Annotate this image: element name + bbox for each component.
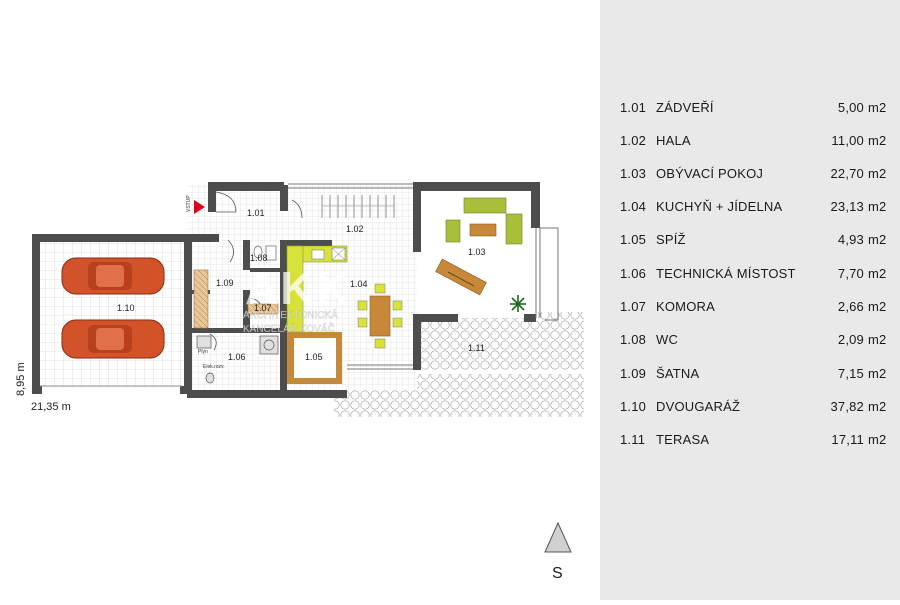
car-lower: [61, 319, 165, 359]
wardrobe-shelving: [193, 269, 209, 329]
legend-name: ZÁDVEŘÍ: [656, 100, 714, 115]
watermark-line-2: KANCELÁŘ KOVÁČ: [243, 322, 335, 335]
legend-name: TECHNICKÁ MÍSTOST: [656, 266, 796, 281]
legend-code: 1.10: [620, 399, 647, 414]
legend-area: 11,00: [831, 133, 864, 148]
dimension-width: 21,35 m: [31, 401, 71, 413]
technical-fixtures: [196, 335, 279, 384]
floor-plan-area: VSTUP Plyn Elek.rozv.: [15, 182, 585, 582]
legend-name: ŠATNA: [656, 366, 700, 381]
legend-code: 1.02: [620, 133, 647, 148]
legend-code: 1.01: [620, 100, 647, 115]
legend-unit: m2: [868, 133, 887, 148]
legend-unit: m2: [868, 299, 887, 314]
dimension-depth: 8,95 m: [15, 362, 27, 396]
room-area-legend: 1.01 ZÁDVEŘÍ 5,00 m2 1.02 HALA 11,00 m2 …: [600, 0, 900, 600]
room-label-1-01: 1.01: [247, 208, 265, 218]
legend-area: 2,66: [837, 299, 864, 314]
legend-unit: m2: [868, 332, 887, 347]
room-label-1-09: 1.09: [216, 278, 234, 288]
legend-area: 23,13: [830, 199, 864, 214]
room-label-1-07: 1.07: [254, 303, 272, 313]
room-label-1-02: 1.02: [346, 224, 364, 234]
garage-walls: [32, 234, 192, 394]
legend-unit: m2: [868, 232, 887, 247]
room-labels: 1.01 1.02 1.03 1.04 1.05 1.06 1.07 1.08 …: [117, 208, 486, 362]
staircase: [321, 195, 395, 218]
floor-plan-drawing: VSTUP Plyn Elek.rozv.: [15, 182, 585, 582]
legend-area: 4,93: [837, 232, 864, 247]
legend-code: 1.08: [620, 332, 647, 347]
room-label-1-10: 1.10: [117, 303, 135, 313]
house-walls: [187, 182, 540, 398]
legend-name: KOMORA: [656, 299, 715, 314]
legend-code: 1.04: [620, 199, 647, 214]
legend-code: 1.05: [620, 232, 647, 247]
car-upper: [61, 257, 165, 295]
legend-unit: m2: [868, 100, 887, 115]
legend-area: 22,70: [830, 166, 864, 181]
legend-name: KUCHYŇ + JÍDELNA: [656, 199, 783, 214]
legend-unit: m2: [868, 199, 887, 214]
legend-area: 37,82: [830, 399, 864, 414]
entrance-marker: [194, 200, 205, 214]
room-label-1-08: 1.08: [250, 253, 268, 263]
entrance-label: VSTUP: [186, 195, 192, 212]
electric-label: Elek.rozv.: [203, 364, 225, 370]
legend-area: 17,11: [831, 432, 864, 447]
legend-unit: m2: [868, 266, 887, 281]
wc-fixtures: [253, 245, 277, 261]
storage-shelving: [247, 303, 279, 315]
room-label-1-06: 1.06: [228, 352, 246, 362]
legend-code: 1.09: [620, 366, 647, 381]
gas-label: Plyn: [198, 349, 208, 355]
north-arrow-label: S: [552, 565, 563, 582]
living-room-furniture: [435, 197, 523, 296]
watermark-logo: AKK: [245, 262, 351, 314]
legend-unit: m2: [868, 399, 887, 414]
terrace-inner-floor: [418, 318, 536, 370]
terrace-edge: [345, 370, 585, 374]
plant-icon: [510, 295, 526, 312]
legend-name: HALA: [656, 133, 691, 148]
windows: [288, 183, 559, 370]
legend-name: DVOUGARÁŽ: [656, 399, 741, 414]
room-label-1-03: 1.03: [468, 247, 486, 257]
legend-unit: m2: [868, 366, 887, 381]
north-arrow-icon: [544, 521, 572, 553]
legend-area: 7,70: [837, 266, 864, 281]
room-label-1-11: 1.11: [468, 343, 485, 353]
watermark-line-1: ARCHITEKTONICKÁ: [243, 308, 338, 321]
room-label-1-04: 1.04: [350, 279, 368, 289]
legend-name: SPÍŽ: [656, 232, 686, 247]
legend-area: 5,00: [837, 100, 864, 115]
legend-name: OBÝVACÍ POKOJ: [656, 166, 764, 181]
pantry: [287, 332, 342, 384]
watermark: AKK ARCHITEKTONICKÁ KANCELÁŘ KOVÁČ: [243, 262, 351, 335]
legend-code: 1.03: [620, 166, 647, 181]
legend-code: 1.06: [620, 266, 647, 281]
legend-unit: m2: [868, 432, 887, 447]
legend-unit: m2: [868, 166, 887, 181]
legend-name: TERASA: [656, 432, 710, 447]
legend-name: WC: [656, 332, 679, 347]
legend-area: 2,09: [837, 332, 864, 347]
legend-area: 7,15: [837, 366, 864, 381]
room-label-1-05: 1.05: [305, 352, 323, 362]
dining-table: [357, 283, 403, 349]
legend-code: 1.11: [620, 432, 646, 447]
legend-code: 1.07: [620, 299, 647, 314]
